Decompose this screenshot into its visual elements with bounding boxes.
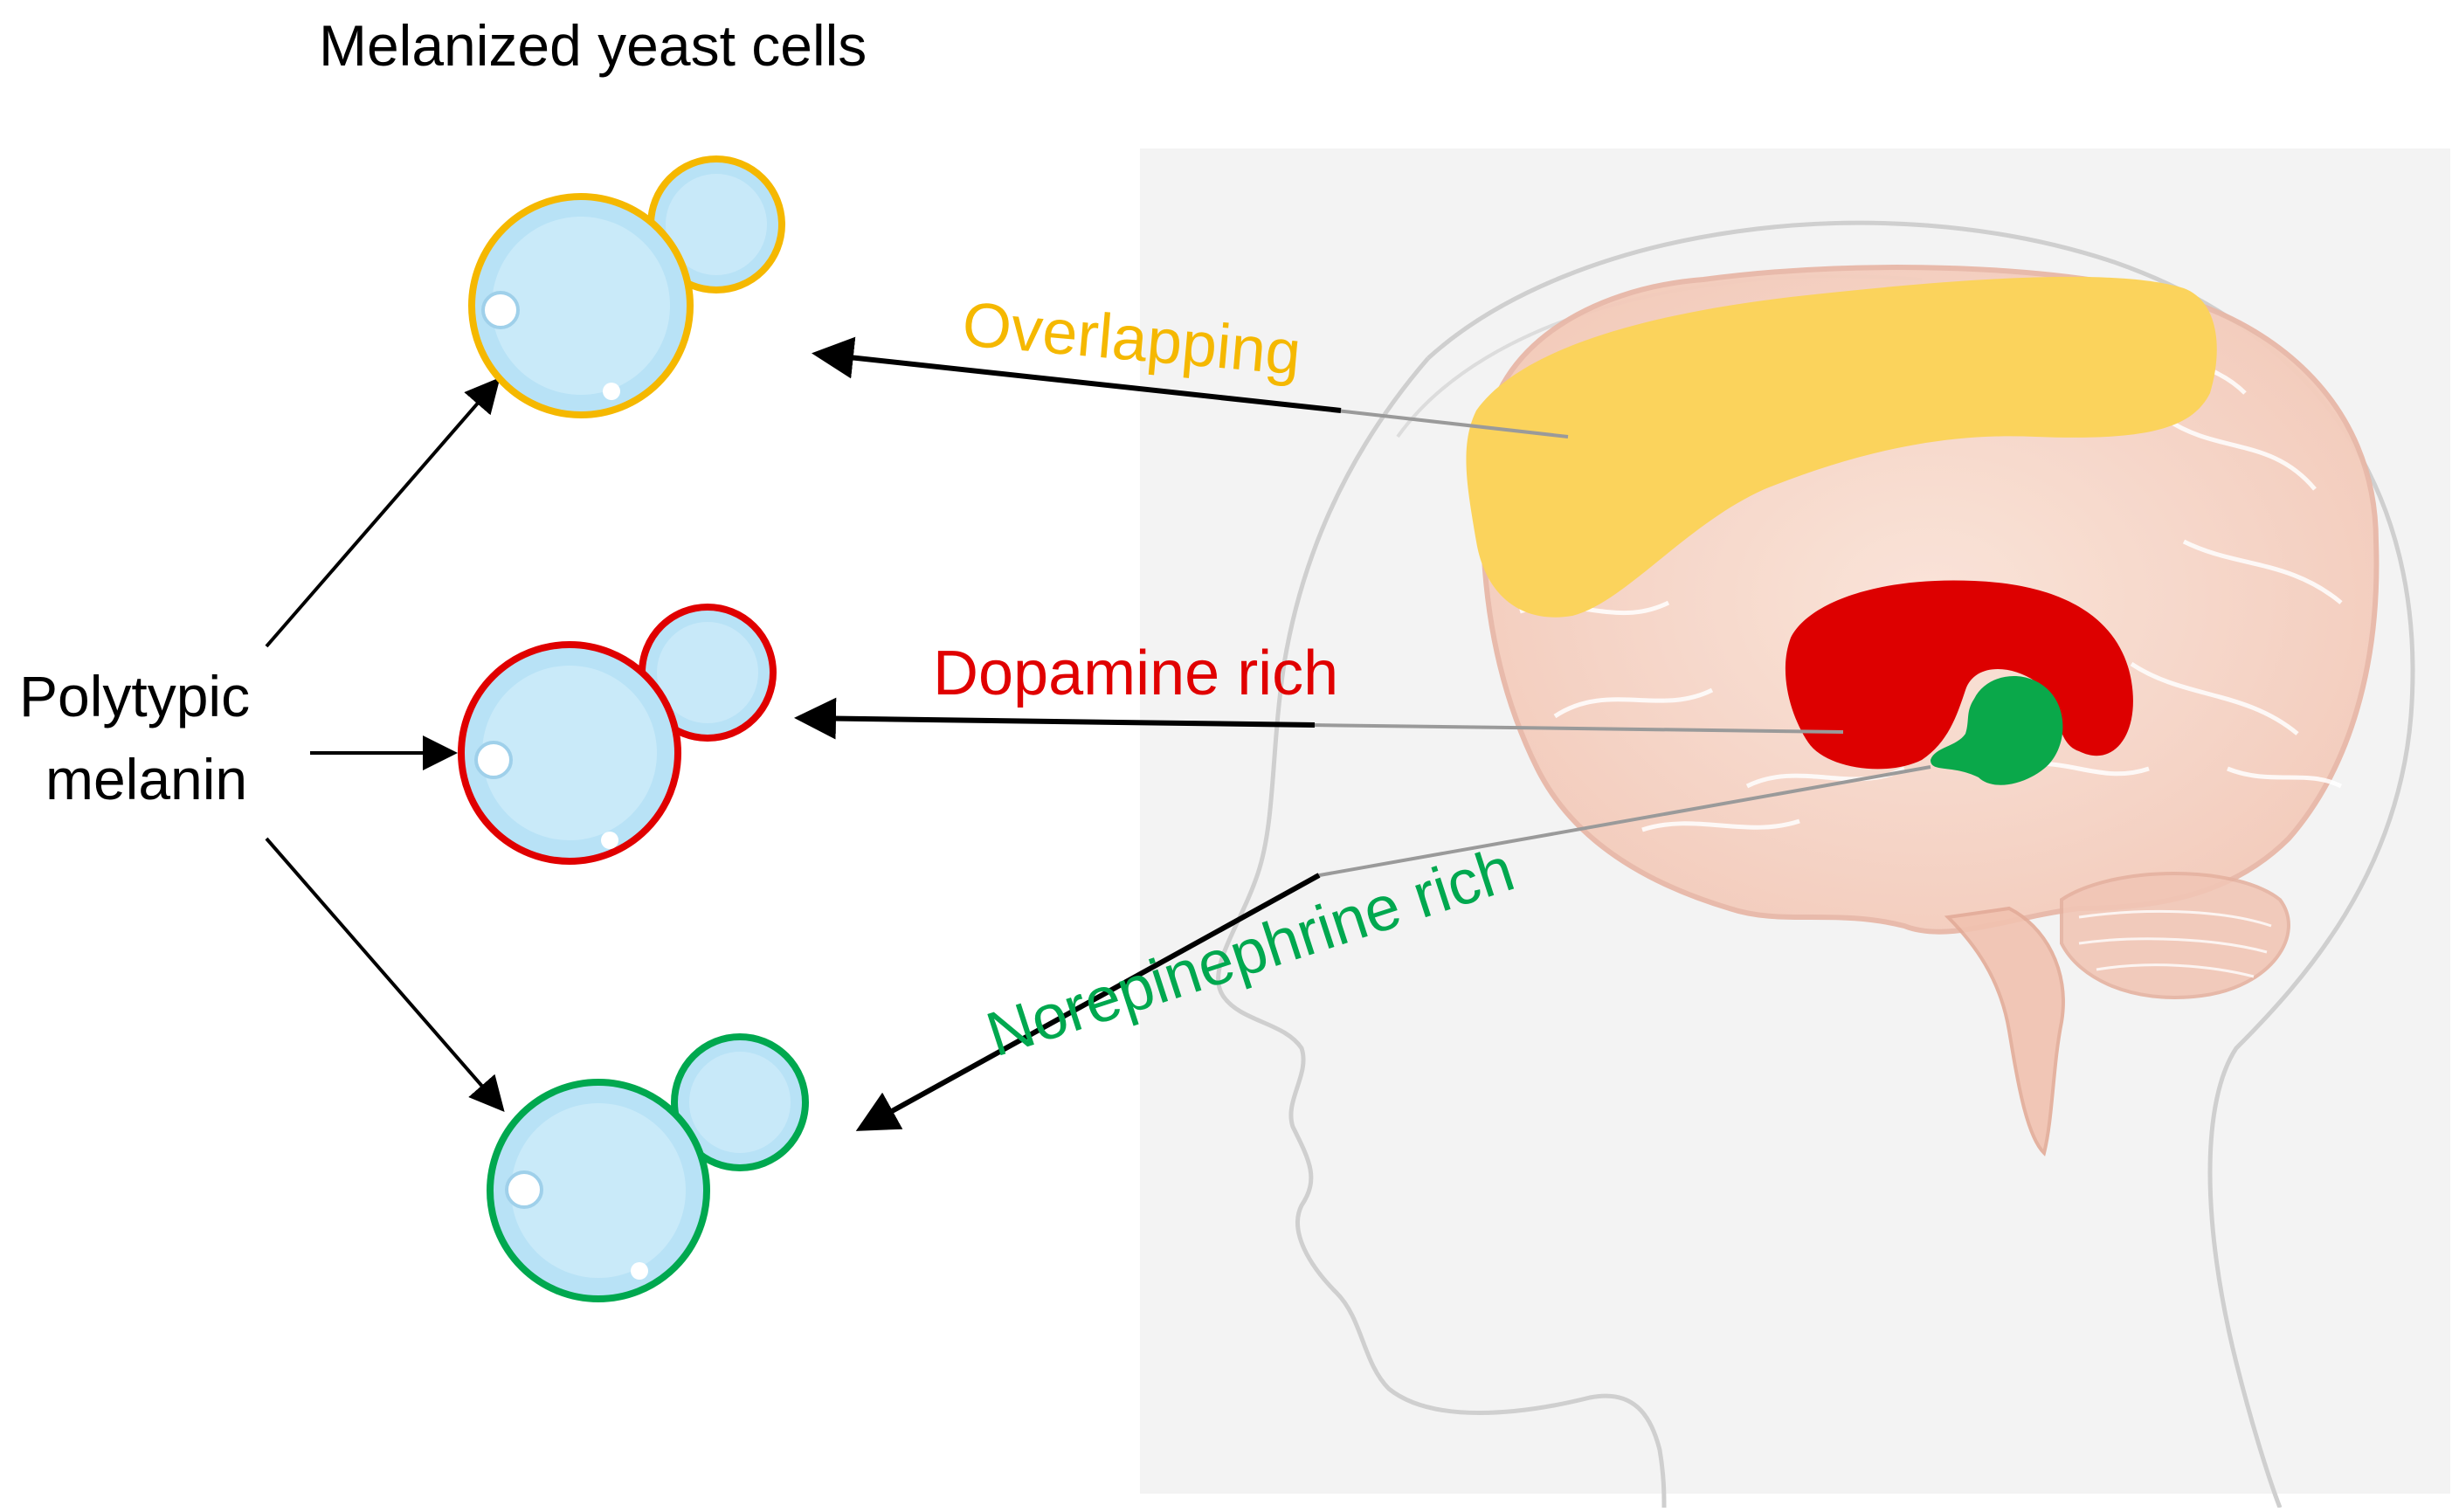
title: Melanized yeast cells	[319, 13, 867, 78]
overlapping-pointer	[1336, 409, 1569, 438]
region-pointers	[1309, 409, 1931, 878]
vacuole	[474, 741, 513, 779]
overlapping-region	[1466, 276, 2217, 618]
polytypic-label: Polytypic	[19, 664, 250, 728]
norepinephrine-pointer	[1314, 765, 1931, 878]
norepinephrine-arrow	[855, 873, 1321, 1131]
norepinephrine-region	[1931, 675, 2063, 785]
brain-illustration	[1466, 265, 2380, 1156]
vacuole	[481, 291, 520, 329]
arrow-to-green-cell	[265, 837, 505, 1113]
cerebellum	[2060, 872, 2290, 999]
cerebellum-lines	[2078, 909, 2272, 978]
yeast-cell-norepinephrine	[487, 1033, 809, 1302]
overlapping-arrow	[812, 336, 1342, 413]
dopamine-arrow	[794, 697, 1316, 740]
dopamine-pointer	[1309, 723, 1844, 734]
yeast-cell-overlapping	[468, 155, 785, 418]
vacuole	[505, 1170, 543, 1209]
dopamine-label: Dopamine rich	[933, 639, 1338, 708]
dopamine-region	[1785, 580, 2133, 770]
melanin-label: melanin	[45, 747, 247, 811]
melanin-arrows	[265, 376, 505, 1113]
yeast-cell-dopamine	[458, 604, 777, 865]
arrow-to-yellow-cell	[265, 376, 501, 648]
brainstem	[1944, 906, 2065, 1156]
region-arrows	[794, 336, 1342, 1131]
